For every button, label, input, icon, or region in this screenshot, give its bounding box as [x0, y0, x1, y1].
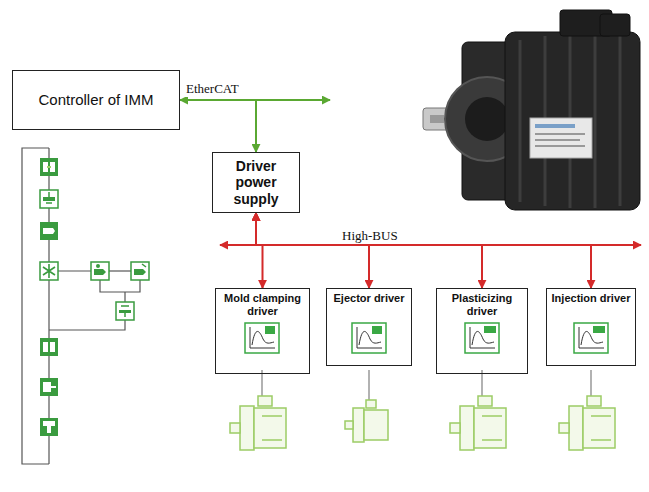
driver-box: Plasticizing driver [436, 288, 528, 374]
power-supply-box: Driver power supply [212, 152, 300, 213]
bus-connector [256, 213, 369, 288]
bus-label: High-BUS [340, 228, 400, 244]
node-text: Controller of IMM [38, 91, 153, 108]
servo-motor-photo [423, 10, 640, 210]
driver-box: Ejector driver [326, 288, 412, 366]
driver-box: Mold clamping driver [215, 288, 310, 374]
process-step-icons [40, 158, 149, 436]
node-text: Mold clamping driver [219, 292, 306, 317]
driver-curve-icons [245, 323, 608, 353]
process-flow-icons [22, 148, 140, 464]
node-text: Driver power supply [217, 158, 295, 206]
node-text: Ejector driver [334, 292, 405, 305]
node-text: Plasticizing driver [440, 292, 524, 317]
driver-box: Injection driver [546, 288, 636, 366]
bus-connector [256, 213, 482, 288]
node-text: Injection driver [552, 292, 631, 305]
controller-box: Controller of IMM [12, 70, 180, 130]
bus-connector [256, 213, 591, 288]
ethercat-line [256, 99, 330, 101]
ethercat-connector [180, 100, 256, 152]
motor-wires [262, 370, 591, 400]
edge-label: EtherCAT [184, 81, 241, 97]
motor-drawings [230, 396, 615, 450]
